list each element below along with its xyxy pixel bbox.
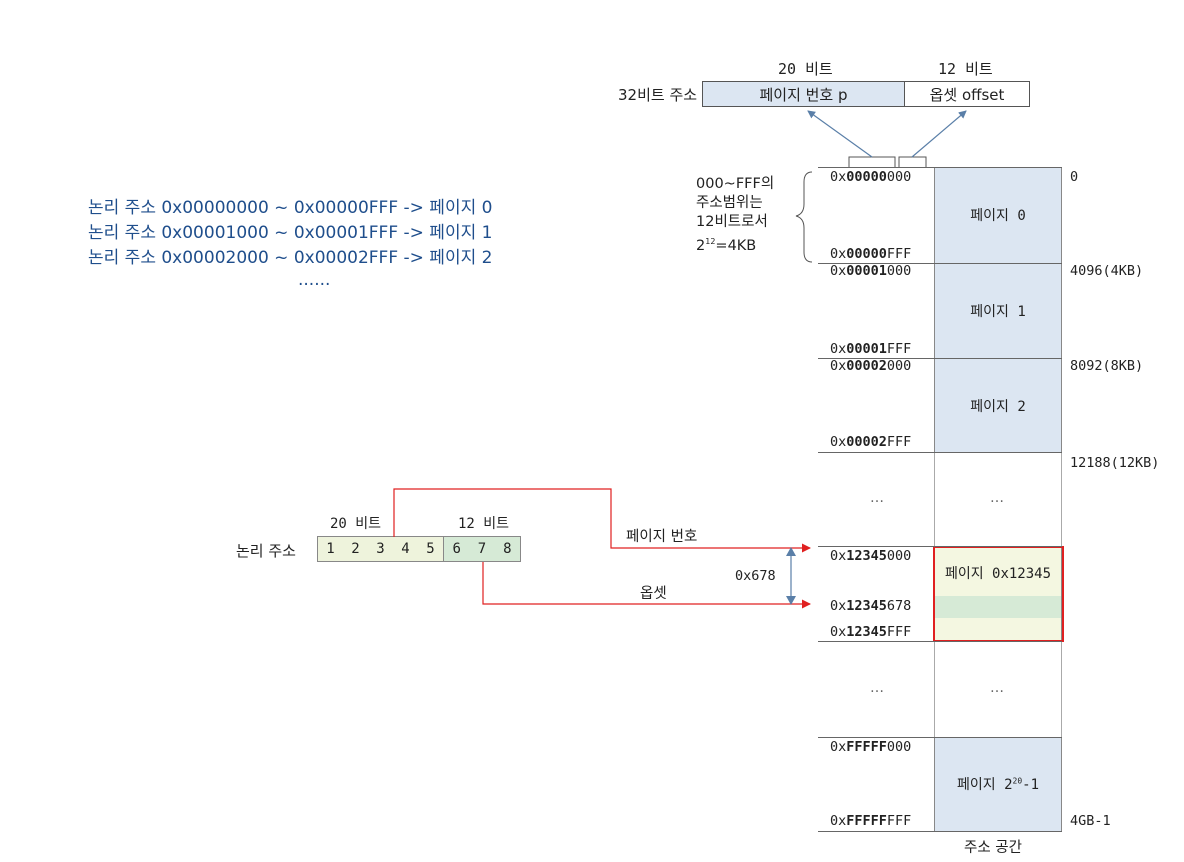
rule-last-bottom <box>818 831 1062 832</box>
range-note-line2: 주소범위는 <box>696 195 763 211</box>
range-note-line1: 000~FFF의 <box>696 176 775 192</box>
page-selected-border <box>933 546 1064 642</box>
la-digit-7: 7 <box>477 541 487 557</box>
la-digit-6: 6 <box>452 541 461 557</box>
logical-range-line-2: 논리 주소 0x00002000 ~ 0x00002FFF -> 페이지 2 <box>88 248 493 268</box>
offset-arrow-label: 옵셋 <box>640 586 667 602</box>
rule-last-top <box>818 737 1062 738</box>
offset-row-highlight <box>935 596 1061 618</box>
logical-range-list: 논리 주소 0x00000000 ~ 0x00000FFF -> 페이지 0 논… <box>88 196 492 289</box>
addr-sel-mid: 0x12345678 <box>830 598 912 614</box>
offset-distance-head-bottom <box>786 596 796 605</box>
logical-range-ellipsis: ...... <box>298 270 331 290</box>
byte-offset-4gb: 4GB-1 <box>1070 813 1111 829</box>
page-2-cell: 페이지 2 <box>934 358 1062 453</box>
address-space-caption: 주소 공간 <box>964 840 1022 856</box>
la-digit-5: 5 <box>426 541 435 557</box>
gap-cell-2 <box>934 641 1062 737</box>
range-brace <box>795 171 813 263</box>
page-1-cell: 페이지 1 <box>934 263 1062 358</box>
addr-page1-end: 0x00001FFF <box>830 341 912 357</box>
addr-page1-start: 0x00001000 <box>830 263 912 279</box>
logical-range-line-1: 논리 주소 0x00001000 ~ 0x00001FFF -> 페이지 1 <box>88 223 493 243</box>
rule-page2-bottom <box>818 452 1062 453</box>
ellipsis-cell-1: … <box>990 490 1004 506</box>
addr-page0-start: 0x00000000 <box>830 169 912 185</box>
la-digit-2: 2 <box>351 541 360 557</box>
addr-page0-end: 0x00000FFF <box>830 246 912 262</box>
byte-offset-4kb: 4096(4KB) <box>1070 263 1144 279</box>
page-selected-cell: 페이지 0x12345 <box>934 547 1062 641</box>
gap-cell-1 <box>934 453 1062 547</box>
addr-page2-start: 0x00002000 <box>830 358 912 374</box>
digit-split-bracket <box>848 156 927 167</box>
page-last-cell: 페이지 220-1 <box>934 737 1062 831</box>
ellipsis-cell-2: … <box>990 680 1004 696</box>
logical-range-line-0: 논리 주소 0x00000000 ~ 0x00000FFF -> 페이지 0 <box>88 198 493 218</box>
top-page-number-text: 페이지 번호 p <box>759 85 848 104</box>
arrow-to-offset <box>911 110 967 158</box>
addr-sel-start: 0x12345000 <box>830 548 912 564</box>
page-0-cell: 페이지 0 <box>934 167 1062 263</box>
byte-offset-0: 0 <box>1070 169 1079 185</box>
range-note-line3: 12비트로서 <box>696 214 768 230</box>
page-last-label: 페이지 220-1 <box>957 776 1039 793</box>
ellipsis-addr-1: … <box>870 490 884 506</box>
ellipsis-addr-2: … <box>870 680 884 696</box>
top-32bit-label: 32비트 주소 <box>618 86 698 104</box>
range-note-line4: 212=4KB <box>696 237 757 254</box>
addr-last-start: 0xFFFFF000 <box>830 739 912 755</box>
la-digit-4: 4 <box>401 541 410 557</box>
la-offset-box: 6 7 8 <box>443 536 521 562</box>
offset-distance-label: 0x678 <box>735 568 776 584</box>
la-label: 논리 주소 <box>236 542 296 560</box>
top-offset-box: 옵셋 offset <box>904 81 1030 107</box>
la-digit-1: 1 <box>326 541 335 557</box>
top-bits20-label: 20 비트 <box>778 60 833 78</box>
top-offset-text: 옵셋 offset <box>929 85 1005 104</box>
rule-sel-top <box>818 546 1062 547</box>
addr-page2-end: 0x00002FFF <box>830 434 912 450</box>
la-bits20-label: 20 비트 <box>330 516 382 532</box>
range-note: 000~FFF의 주소범위는 12비트로서 212=4KB <box>696 175 774 256</box>
top-page-number-box: 페이지 번호 p <box>702 81 905 107</box>
rule-sel-bottom <box>818 641 1062 642</box>
offset-distance-head-top <box>786 547 796 556</box>
rule-page2-top <box>818 358 1062 359</box>
rule-page1-top <box>818 263 1062 264</box>
addr-sel-end: 0x12345FFF <box>830 624 912 640</box>
rule-page0-top <box>818 167 1062 168</box>
la-digit-8: 8 <box>503 541 512 557</box>
la-page-number-box: 1 2 3 4 5 <box>317 536 444 562</box>
byte-offset-12kb: 12188(12KB) <box>1070 455 1160 471</box>
arrow-to-page-number <box>807 110 873 158</box>
la-digit-3: 3 <box>376 541 385 557</box>
byte-offset-8kb: 8092(8KB) <box>1070 358 1144 374</box>
la-bits12-label: 12 비트 <box>458 516 510 532</box>
top-bits12-label: 12 비트 <box>938 60 993 78</box>
page-number-arrow-label: 페이지 번호 <box>626 529 698 545</box>
addr-last-end: 0xFFFFFFFF <box>830 813 912 829</box>
